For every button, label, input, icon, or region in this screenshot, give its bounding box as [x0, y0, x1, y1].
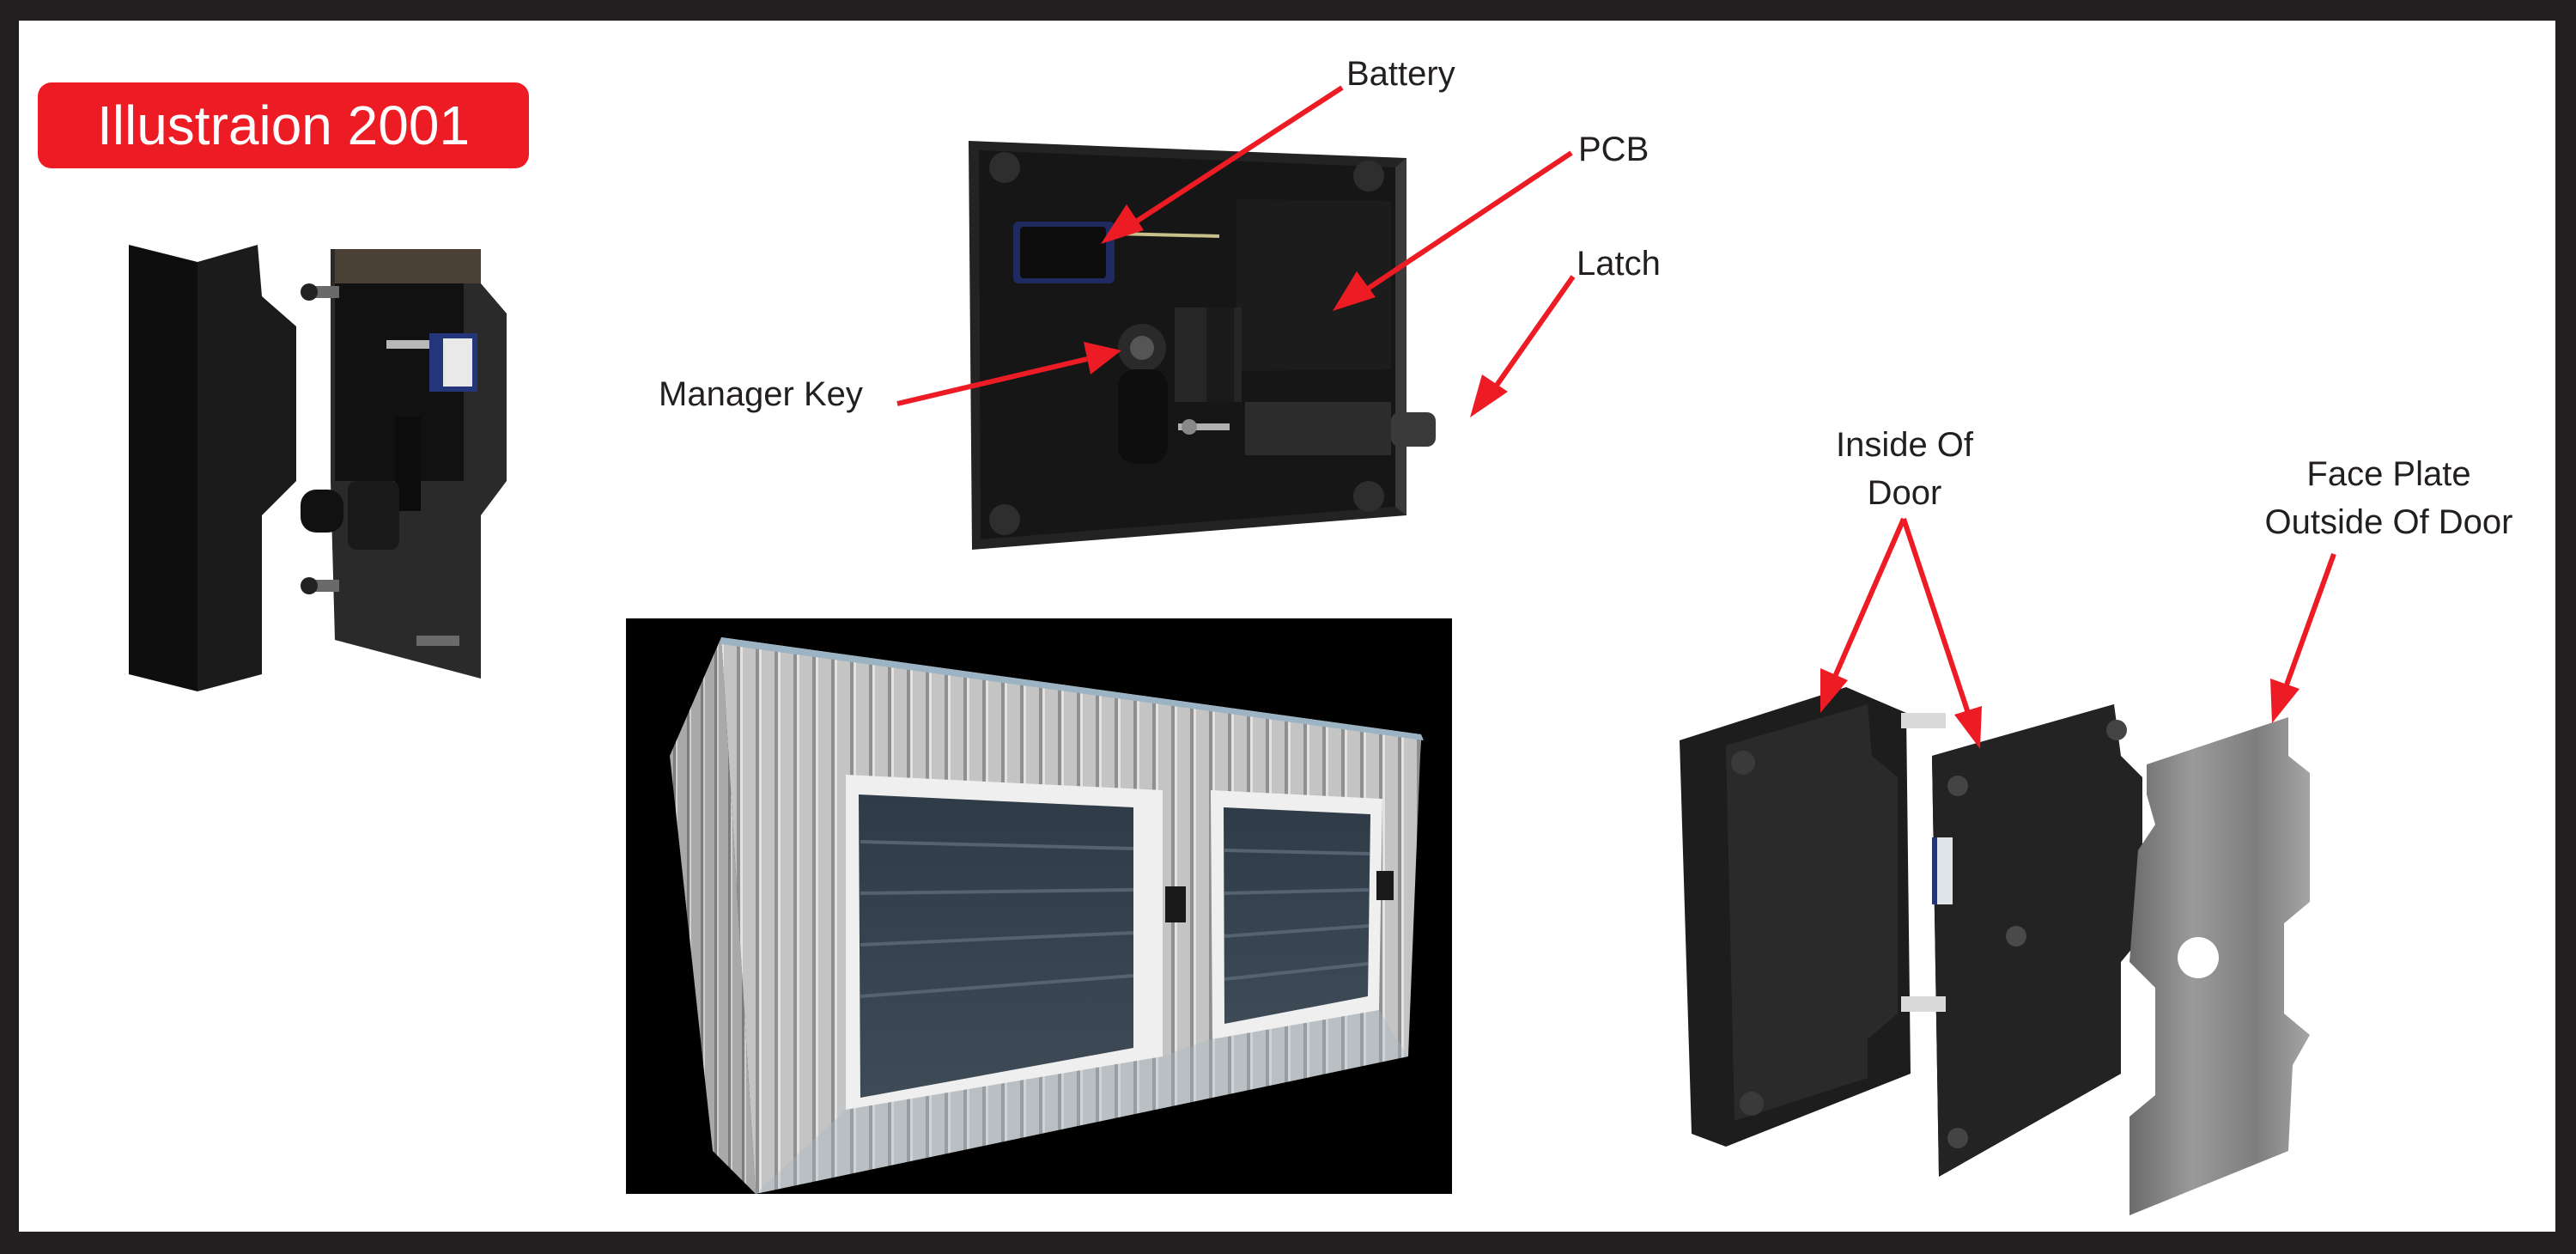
battery-arrow — [1132, 85, 1344, 226]
door-assembly-exploded-image — [1680, 687, 2310, 1215]
inside-of-door-label-line1: Inside Of — [1835, 426, 1974, 464]
illustration-title-badge: Illustraion 2001 — [38, 82, 529, 168]
latch-arrow — [1493, 275, 1576, 388]
face-plate-label-line2: Outside Of Door — [2264, 503, 2513, 541]
inside-door-arrow-right — [1901, 518, 1971, 714]
inside-door-arrow-left — [1832, 517, 1906, 680]
face-plate-label-line1: Face Plate — [2306, 455, 2471, 493]
latch-label: Latch — [1577, 245, 1661, 283]
manager-key-arrow — [896, 356, 1088, 406]
battery-label: Battery — [1346, 55, 1455, 93]
lock-box-interior-image — [969, 141, 1436, 550]
manager-key-label: Manager Key — [659, 375, 863, 413]
pcb-label: PCB — [1578, 131, 1649, 168]
face-plate-arrow — [2283, 552, 2336, 689]
lock-side-view-image — [129, 245, 507, 691]
callout-arrows — [896, 85, 2336, 749]
inside-of-door-label-line2: Door — [1867, 474, 1942, 512]
pcb-arrow — [1364, 150, 1573, 293]
storage-building-image — [626, 618, 1452, 1194]
